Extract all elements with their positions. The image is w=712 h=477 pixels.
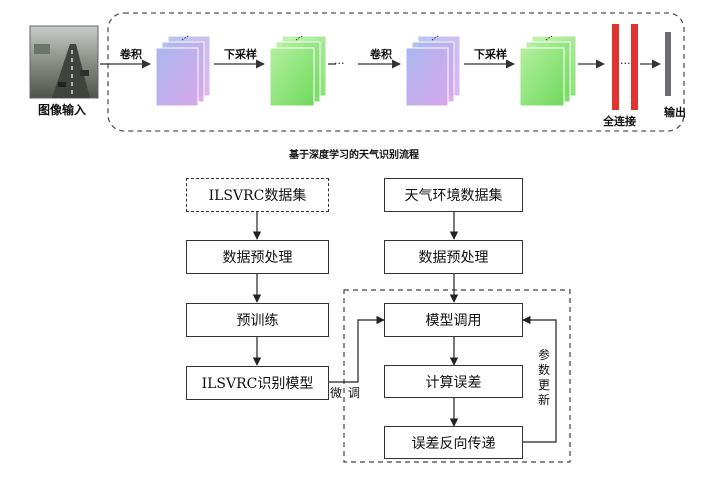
param-char-3: 更 [537, 378, 550, 392]
weather-dataset-box: 天气环境数据集 [384, 178, 523, 212]
param-update-label: 参 数 更 新 [537, 348, 551, 408]
fc-label: 全连接 [603, 115, 636, 128]
downsample-label-2: 下采样 [474, 48, 507, 61]
conv-feature-stack-1 [155, 35, 211, 107]
flowchart-connectors [252, 211, 571, 463]
right-preprocess-box: 数据预处理 [384, 240, 523, 274]
network-container [107, 12, 685, 132]
ellipsis-1: ··· [334, 57, 345, 70]
conv-feature-stack-2 [405, 35, 461, 107]
finetune-char-1: 微 [330, 386, 343, 400]
conv-label-2: 卷积 [370, 48, 392, 61]
pipeline-caption: 基于深度学习的天气识别流程 [289, 150, 419, 161]
ellipsis-2: ··· [620, 57, 631, 70]
param-char-1: 参 [537, 348, 550, 362]
left-preprocess-box: 数据预处理 [186, 240, 329, 274]
input-label: 图像输入 [38, 103, 87, 117]
downsample-label-1: 下采样 [224, 48, 257, 61]
pretrain-box: 预训练 [186, 303, 329, 337]
cnn-pipeline-diagram [29, 12, 685, 132]
fc-bar-2 [631, 24, 638, 110]
ilsvrc-model-box: ILSVRC识别模型 [186, 366, 329, 400]
output-label: 输出 [664, 106, 686, 119]
model-invoke-box: 模型调用 [384, 303, 523, 337]
finetune-region [343, 289, 571, 463]
ilsvrc-dataset-box: ILSVRC数据集 [186, 178, 329, 212]
fc-bar-1 [612, 24, 619, 110]
finetune-char-2: 调 [348, 386, 361, 400]
backprop-box: 误差反向传递 [384, 426, 523, 459]
conv-label-1: 卷积 [120, 48, 142, 61]
param-char-2: 数 [537, 363, 550, 377]
pool-feature-stack-1 [269, 35, 327, 107]
output-bar [665, 32, 671, 96]
compute-error-box: 计算误差 [384, 365, 523, 398]
pool-feature-stack-2 [519, 35, 577, 107]
input-image [29, 25, 99, 99]
param-char-4: 新 [537, 393, 550, 407]
